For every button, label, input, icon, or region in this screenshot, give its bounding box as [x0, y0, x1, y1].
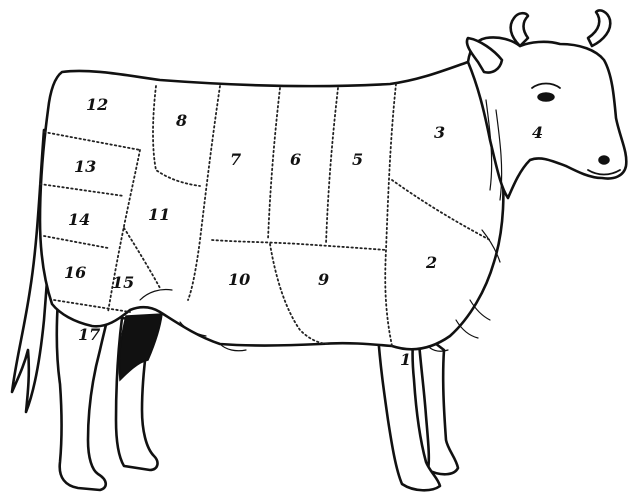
- cow-eye: [538, 93, 554, 101]
- cut-label-13: 13: [74, 157, 96, 176]
- cut-label-15: 15: [112, 273, 134, 292]
- cut-label-11: 11: [148, 205, 170, 224]
- cut-label-1: 1: [400, 350, 411, 369]
- cow-nostril: [599, 156, 609, 164]
- cut-label-10: 10: [228, 270, 250, 289]
- cut-label-3: 3: [434, 123, 445, 142]
- cut-label-17: 17: [78, 325, 100, 344]
- cut-label-8: 8: [175, 111, 187, 130]
- cut-label-16: 16: [64, 263, 86, 282]
- cut-label-9: 9: [318, 270, 329, 289]
- cut-label-6: 6: [290, 150, 301, 169]
- cut-label-4: 4: [532, 123, 543, 142]
- right-horn: [588, 10, 610, 46]
- cut-label-14: 14: [68, 210, 90, 229]
- cut-label-5: 5: [352, 150, 363, 169]
- cut-label-7: 7: [230, 150, 241, 169]
- cut-label-12: 12: [86, 95, 108, 114]
- cut-label-2: 2: [425, 253, 437, 272]
